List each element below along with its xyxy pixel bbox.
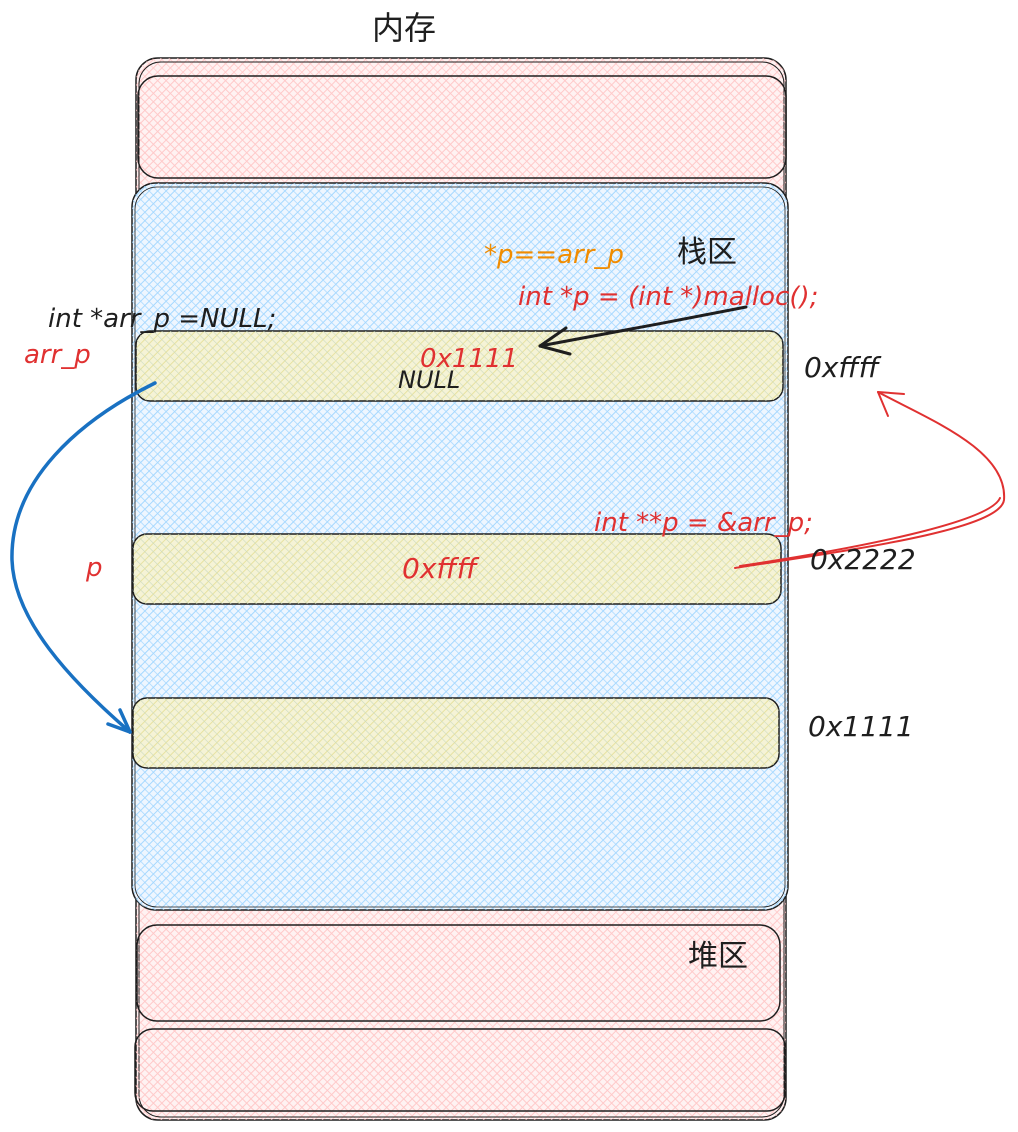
arr-p-variable-label: arr_p xyxy=(24,340,91,370)
p-value: 0xffff xyxy=(402,552,477,585)
stack-label: 栈区 xyxy=(677,235,737,270)
memory-title: 内存 xyxy=(372,9,437,47)
arr-p-old-value: NULL xyxy=(398,366,461,394)
top-segment xyxy=(137,75,787,179)
pp-pointer-arrow xyxy=(734,391,1006,569)
memory-cell-arr-p xyxy=(135,330,784,402)
arr-p-new-value: 0x1111 xyxy=(420,344,519,374)
arr-p-address: 0xffff xyxy=(804,351,879,384)
memory-cell-p xyxy=(132,533,782,605)
memory-cell-heap-target xyxy=(132,697,780,769)
heap-cell-address: 0x1111 xyxy=(808,710,914,743)
bottom-segment xyxy=(134,1028,786,1112)
pp-declaration: int **p = &arr_p; xyxy=(594,508,813,538)
malloc-arrow xyxy=(538,305,748,356)
p-variable-label: p xyxy=(86,553,103,583)
deref-note: *p==arr_p xyxy=(484,240,624,270)
heap-label: 堆区 xyxy=(688,939,748,974)
arr-p-pointer-arrow xyxy=(10,381,157,734)
arr-p-declaration: int *arr_p =NULL; xyxy=(48,304,277,334)
malloc-statement: int *p = (int *)malloc(); xyxy=(518,282,819,312)
p-address: 0x2222 xyxy=(810,543,916,576)
heap-region xyxy=(136,924,781,1022)
